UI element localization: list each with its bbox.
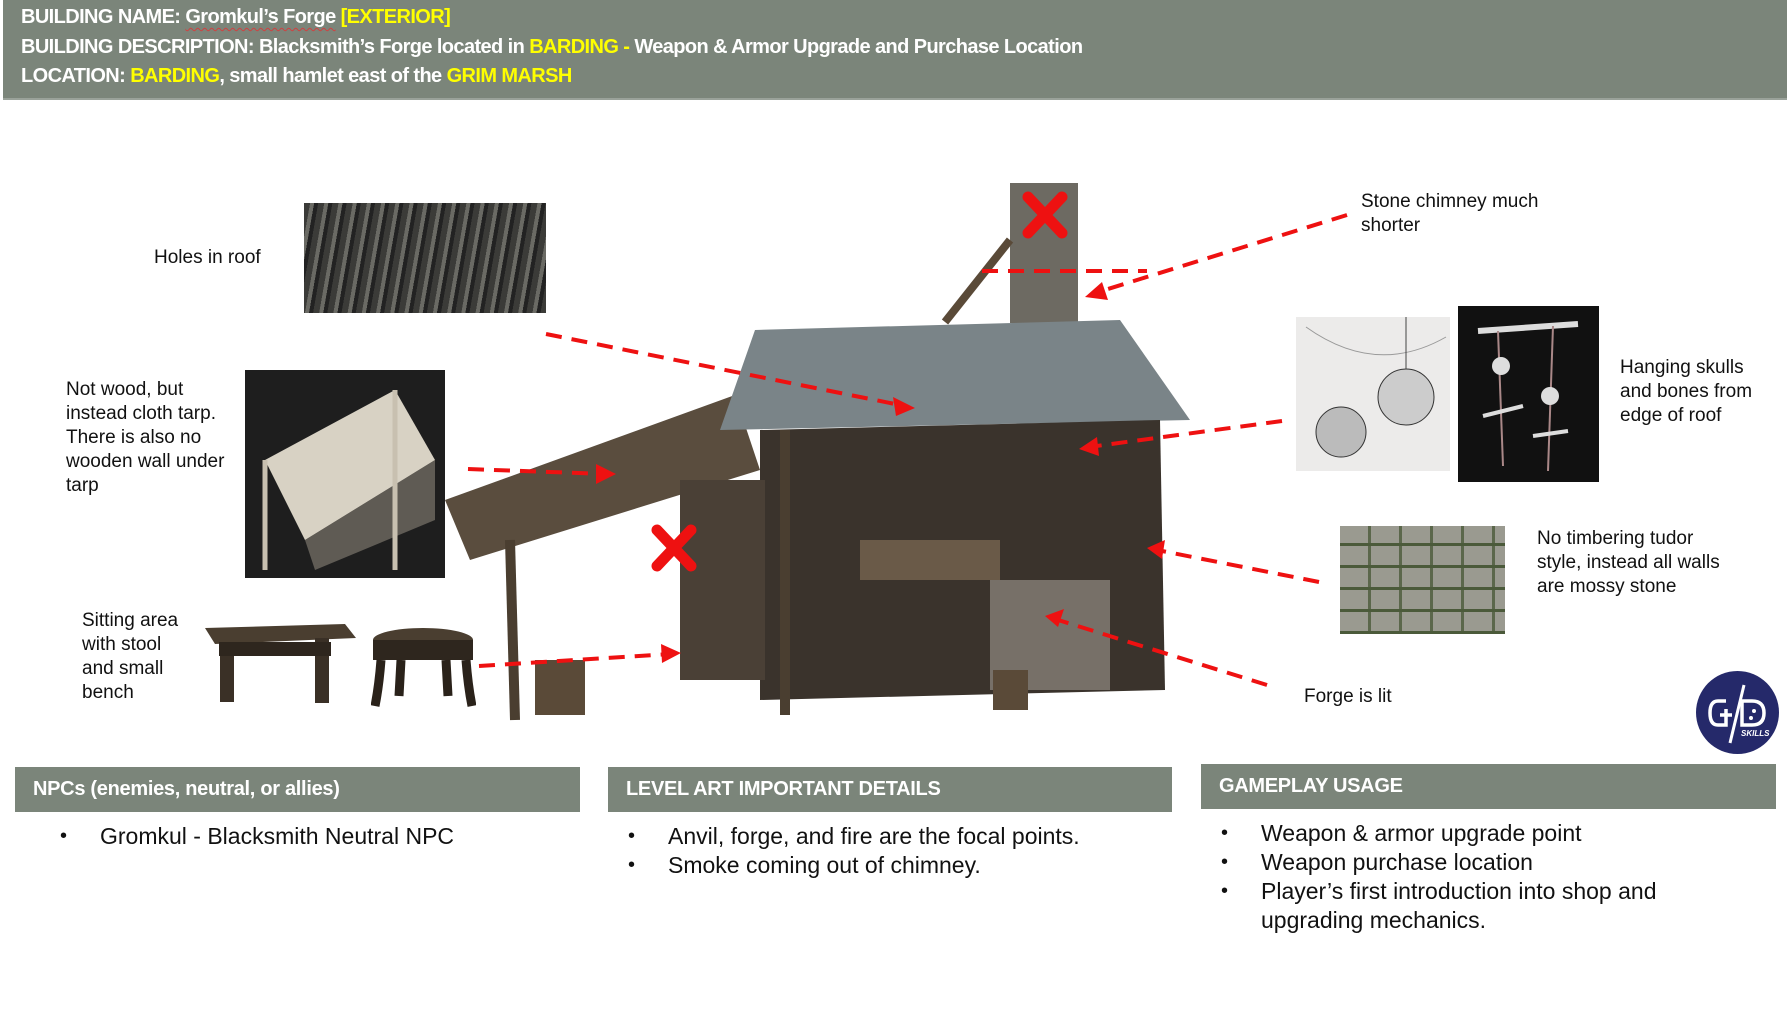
loc-label: LOCATION: bbox=[21, 65, 126, 87]
loc-place: BARDING bbox=[130, 65, 220, 87]
building-name-line: BUILDING NAME: Gromkul’s Forge [EXTERIOR… bbox=[21, 6, 451, 29]
desc-text: Blacksmith’s Forge located in bbox=[258, 36, 525, 58]
list-item: Gromkul - Blacksmith Neutral NPC bbox=[60, 822, 454, 851]
npcs-panel-header: NPCs (enemies, neutral, or allies) bbox=[15, 767, 580, 812]
hanging-bones-image bbox=[1458, 306, 1599, 482]
building-header: BUILDING NAME: Gromkul’s Forge [EXTERIOR… bbox=[3, 0, 1787, 100]
desc-label: BUILDING DESCRIPTION: bbox=[21, 36, 255, 58]
desc-place: BARDING - bbox=[529, 36, 630, 58]
list-item: Player’s first introduction into shop an… bbox=[1221, 877, 1741, 935]
gameplay-list: Weapon & armor upgrade point Weapon purc… bbox=[1221, 819, 1741, 935]
list-item: Smoke coming out of chimney. bbox=[628, 851, 1080, 880]
loc-text: , small hamlet east of the bbox=[219, 65, 442, 87]
walls-annotation: No timbering tudor style, instead all wa… bbox=[1537, 528, 1720, 597]
skulls-annotation: Hanging skulls and bones from edge of ro… bbox=[1620, 357, 1753, 426]
logo-text: SKILLS bbox=[1741, 729, 1770, 738]
loc-region: GRIM MARSH bbox=[446, 65, 573, 87]
forge-annotation: Forge is lit bbox=[1304, 686, 1392, 707]
exterior-tag: [EXTERIOR] bbox=[340, 6, 451, 28]
chimney bbox=[1010, 183, 1078, 323]
tarp-annotation: Not wood, but instead cloth tarp. There … bbox=[66, 379, 225, 496]
building-description-line: BUILDING DESCRIPTION: Blacksmith’s Forge… bbox=[21, 36, 1083, 59]
roof-reference-image bbox=[304, 203, 546, 313]
remove-x-icons bbox=[651, 191, 1068, 572]
roof-annotation: Holes in roof bbox=[154, 247, 261, 268]
name-label: BUILDING NAME: bbox=[21, 6, 181, 28]
list-item: Weapon & armor upgrade point bbox=[1221, 819, 1741, 848]
gd-skills-logo: SKILLS bbox=[1696, 671, 1779, 754]
npcs-list: Gromkul - Blacksmith Neutral NPC bbox=[60, 822, 454, 851]
tarp-reference-image bbox=[245, 370, 445, 578]
building-name: Gromkul’s Forge bbox=[185, 6, 336, 28]
location-line: LOCATION: BARDING, small hamlet east of … bbox=[21, 65, 572, 88]
callout-arrows bbox=[467, 213, 1348, 687]
desc-text-2: Weapon & Armor Upgrade and Purchase Loca… bbox=[634, 36, 1083, 58]
list-item: Anvil, forge, and fire are the focal poi… bbox=[628, 822, 1080, 851]
seating-annotation: Sitting area with stool and small bench bbox=[82, 610, 179, 703]
list-item: Weapon purchase location bbox=[1221, 848, 1741, 877]
skull-sketch-image bbox=[1296, 317, 1450, 471]
mossy-stone-image bbox=[1340, 526, 1505, 634]
chimney-annotation: Stone chimney much shorter bbox=[1361, 191, 1539, 236]
stool-reference-image bbox=[371, 626, 476, 708]
level-art-panel-header: LEVEL ART IMPORTANT DETAILS bbox=[608, 767, 1172, 812]
shingle-roof bbox=[720, 320, 1190, 430]
gameplay-panel-header: GAMEPLAY USAGE bbox=[1201, 764, 1776, 809]
bench-reference-image bbox=[205, 620, 356, 713]
level-art-list: Anvil, forge, and fire are the focal poi… bbox=[628, 822, 1080, 880]
arrowheads bbox=[596, 282, 1165, 663]
